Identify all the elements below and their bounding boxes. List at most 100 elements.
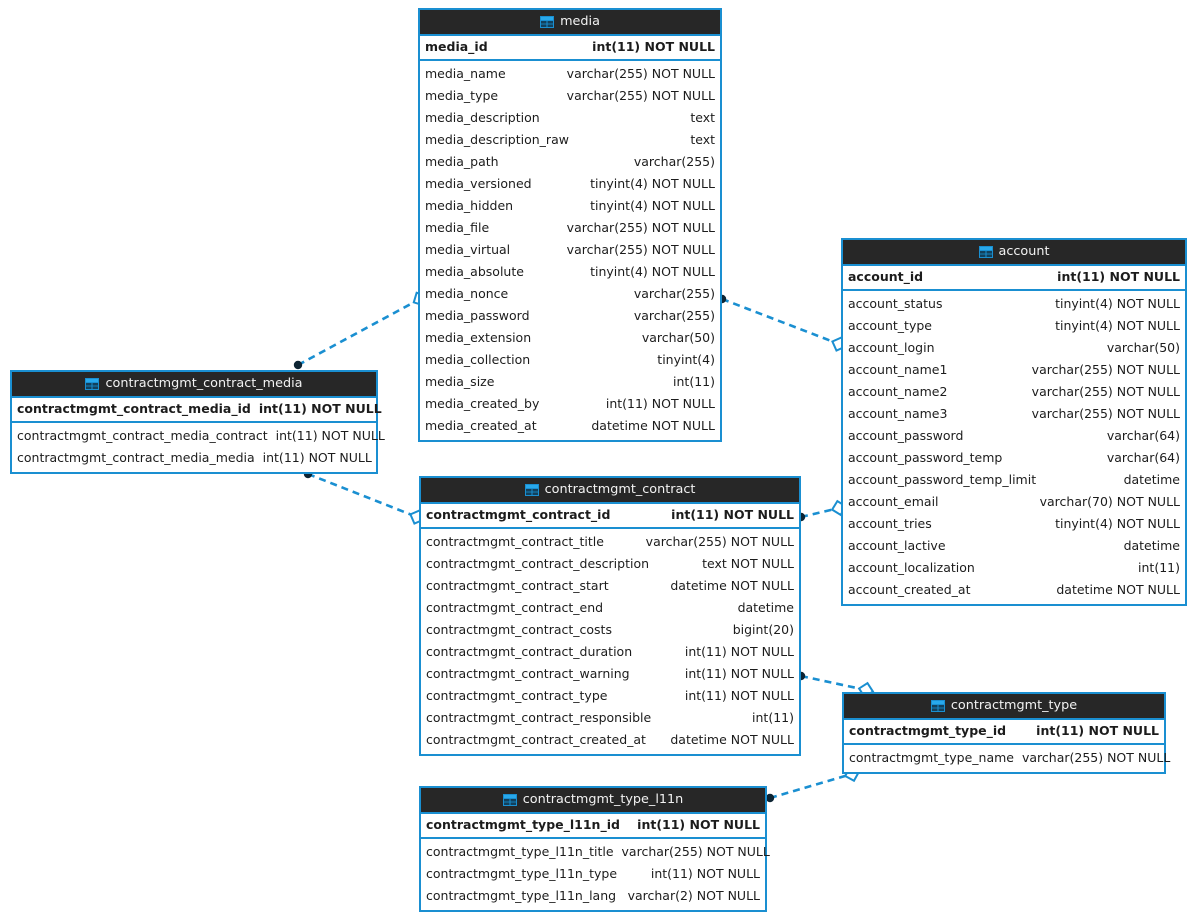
column-name: contractmgmt_type_l11n_lang [426,887,617,903]
pk-row: contractmgmt_type_id int(11) NOT NULL [844,720,1164,743]
column-type: tinyint(4) NOT NULL [1055,295,1180,311]
table-icon [540,16,555,28]
column-name: contractmgmt_contract_end [426,599,604,615]
column-name: account_name2 [848,383,948,399]
pk-row: contractmgmt_contract_media_id int(11) N… [12,398,382,421]
column-row: media_created_at datetime NOT NULL [420,415,720,437]
column-type: text [690,131,715,147]
column-name: account_created_at [848,581,971,597]
column-type: varchar(255) NOT NULL [566,219,715,235]
column-name: account_password_temp_limit [848,471,1037,487]
column-name: contractmgmt_contract_media_contract [17,427,268,443]
column-type: datetime NOT NULL [591,417,715,433]
column-row: contractmgmt_contract_media_contract int(… [12,425,385,447]
column-type: varchar(255) NOT NULL [566,241,715,257]
column-type: int(11) NOT NULL [262,449,372,465]
column-name: media_description_raw [425,131,569,147]
column-row: media_description_raw text [420,129,720,151]
column-type: varchar(255) [633,153,715,169]
column-type: varchar(64) [1106,449,1180,465]
relationship-line [721,297,840,346]
column-name: media_created_at [425,417,537,433]
column-name: media_name [425,65,506,81]
column-type: varchar(255) [633,307,715,323]
entity-contractmgmt-type[interactable]: contractmgmt_type contractmgmt_type_id i… [842,692,1170,774]
column-type: int(11) NOT NULL [637,817,760,833]
table-icon [502,794,517,806]
column-type: int(11) [1138,559,1180,575]
column-row: account_password_temp_limit datetime [843,469,1185,491]
column-type: varchar(2) NOT NULL [627,887,760,903]
column-name: account_login [848,339,935,355]
column-type: int(11) NOT NULL [684,687,794,703]
column-type: varchar(50) [1106,339,1180,355]
column-name: account_email [848,493,939,509]
column-type: datetime [1123,471,1180,487]
column-name: contractmgmt_contract_media_media [17,449,255,465]
entity-header-account: account [843,240,1185,266]
relationship-source-dot [765,793,775,803]
column-name: media_versioned [425,175,532,191]
entity-contractmgmt-contract-media[interactable]: contractmgmt_contract_media contractmgmt… [10,370,385,474]
column-type: int(11) NOT NULL [684,643,794,659]
column-name: contractmgmt_type_name [849,749,1014,765]
table-icon [930,700,945,712]
entity-title: contractmgmt_contract [544,481,696,497]
column-name: contractmgmt_contract_id [426,507,611,523]
column-name: media_absolute [425,263,524,279]
column-name: media_password [425,307,530,323]
column-name: account_id [848,269,924,285]
entity-header-contractmgmt-contract-media: contractmgmt_contract_media [12,372,376,398]
column-type: varchar(70) NOT NULL [1039,493,1180,509]
column-name: contractmgmt_contract_start [426,577,609,593]
column-name: media_hidden [425,197,514,213]
column-name: media_id [425,39,488,55]
primary-key-section: account_id int(11) NOT NULL [843,266,1185,291]
relationship-line [800,506,840,519]
relationship-line [297,297,421,367]
relationship-source-dot [293,360,303,370]
column-type: int(11) NOT NULL [275,427,385,443]
column-type: text [690,109,715,125]
column-type: datetime NOT NULL [670,731,794,747]
column-row: account_login varchar(50) [843,337,1185,359]
primary-key-section: contractmgmt_type_id int(11) NOT NULL [844,720,1164,745]
column-type: text NOT NULL [702,555,794,571]
column-name: contractmgmt_contract_description [426,555,650,571]
entity-contractmgmt-contract[interactable]: contractmgmt_contract contractmgmt_contr… [419,476,801,756]
column-name: contractmgmt_type_l11n_type [426,865,618,881]
entity-media[interactable]: media media_id int(11) NOT NULL media_na… [418,8,722,442]
entity-account[interactable]: account account_id int(11) NOT NULL acco… [841,238,1187,606]
column-type: int(11) NOT NULL [605,395,715,411]
primary-key-section: contractmgmt_contract_id int(11) NOT NUL… [421,504,799,529]
entity-header-media: media [420,10,720,36]
column-type: datetime [1123,537,1180,553]
column-name: contractmgmt_contract_created_at [426,731,646,747]
entity-title: account [998,243,1050,259]
entity-contractmgmt-type-l11n[interactable]: contractmgmt_type_l11n contractmgmt_type… [419,786,770,912]
column-name: contractmgmt_contract_type [426,687,608,703]
relationship-line [307,472,418,519]
